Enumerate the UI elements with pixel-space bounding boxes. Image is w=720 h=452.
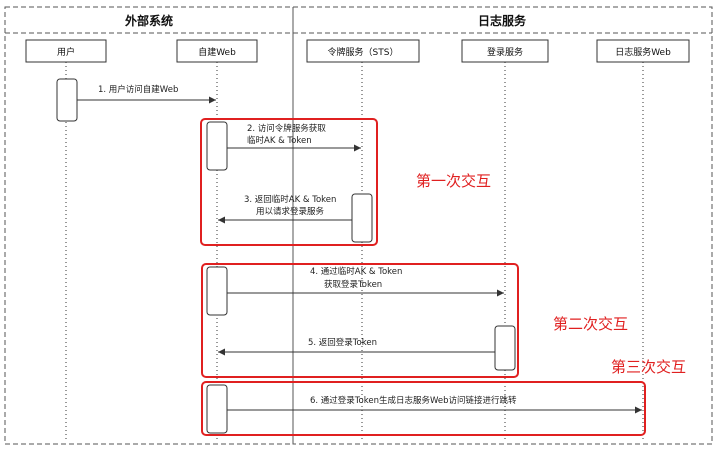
zone-title-log-service: 日志服务 [478,13,527,28]
zone-title-external: 外部系统 [125,13,173,28]
actor-user-label: 用户 [57,46,75,58]
message-label-4a: 4. 通过临时AK & Token [310,266,402,277]
message-label-2a: 2. 访问令牌服务获取 [247,123,326,134]
message-label-4b: 获取登录Token [324,279,382,290]
activation-web-2 [206,266,228,316]
actor-selfbuilt-web-label: 自建Web [198,46,236,58]
phase-box-3 [201,381,646,436]
actor-user: 用户 [25,39,107,63]
phase-label-1: 第一次交互 [416,172,491,190]
log-service-zone-frame [292,6,713,445]
message-label-5: 5. 返回登录Token [308,337,377,348]
phase-label-2: 第二次交互 [553,315,628,333]
actor-selfbuilt-web: 自建Web [176,39,258,63]
actor-sts-label: 令牌服务（STS） [328,46,399,58]
activation-sts [351,193,373,243]
activation-login-service [494,325,516,371]
external-zone-frame [4,6,294,445]
activation-web-3 [206,384,228,434]
message-label-6: 6. 通过登录Token生成日志服务Web访问链接进行跳转 [310,395,517,406]
actor-log-service-web-label: 日志服务Web [615,46,671,58]
activation-user [56,78,78,122]
actor-login-service: 登录服务 [461,39,549,63]
phase-box-2 [201,263,519,378]
phase-box-1 [200,118,378,246]
phase-label-3: 第三次交互 [611,358,686,376]
message-label-2b: 临时AK & Token [247,135,312,146]
actor-login-service-label: 登录服务 [487,46,523,58]
actor-log-service-web: 日志服务Web [596,39,690,63]
message-label-3a: 3. 返回临时AK & Token [244,194,336,205]
activation-web-1 [206,121,228,171]
message-label-1: 1. 用户访问自建Web [98,84,178,95]
actor-sts: 令牌服务（STS） [306,39,420,63]
message-label-3b: 用以请求登录服务 [256,206,325,217]
